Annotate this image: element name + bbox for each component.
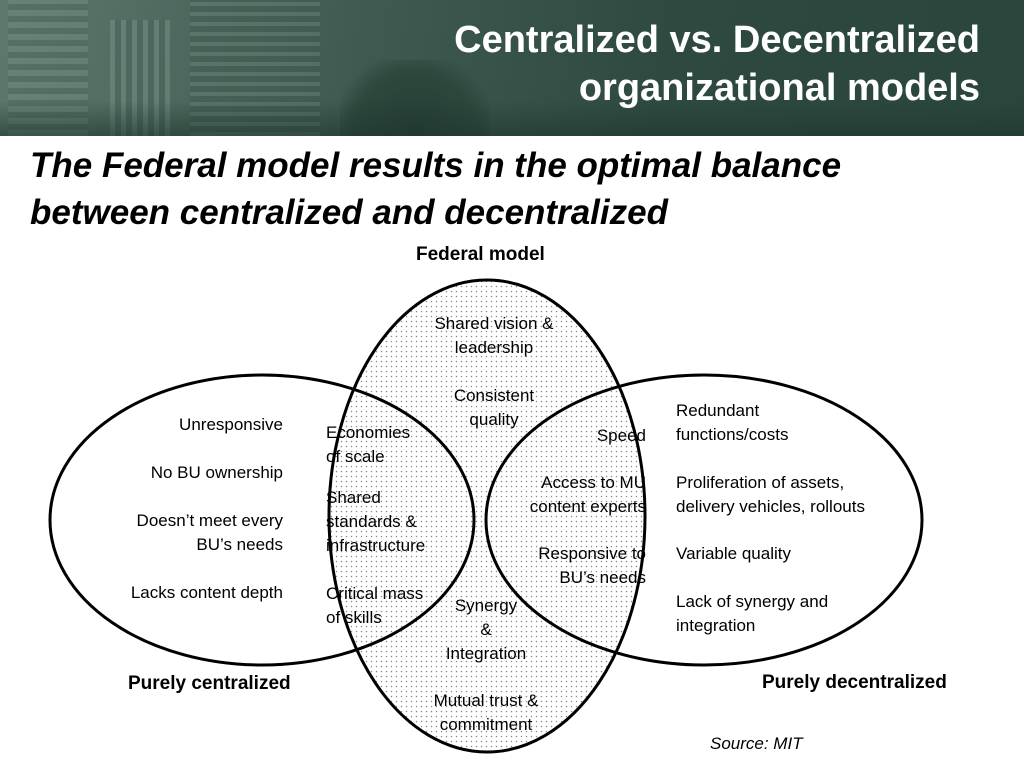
header-banner: Centralized vs. Decentralized organizati… <box>0 0 1024 136</box>
purely-centralized-label: Purely centralized <box>128 673 291 694</box>
federal-item-synergy-line3: Integration <box>445 644 527 663</box>
overlap-right-responsive-line1: Responsive to <box>538 544 646 563</box>
centralized-item-no-ownership: No BU ownership <box>150 463 283 482</box>
federal-item-mutual-line1: Mutual trust & <box>433 691 539 710</box>
source-citation: Source: MIT <box>710 734 803 753</box>
subtitle-line2: between centralized and decentralized <box>30 193 668 232</box>
overlap-left-economies-line2: of scale <box>326 447 385 466</box>
page-title-line2: organizational models <box>578 67 980 109</box>
overlap-right-responsive-line2: BU’s needs <box>559 568 646 587</box>
federal-model-label: Federal model <box>416 244 545 265</box>
centralized-item-doesnt-meet-line1: Doesn’t meet every <box>136 511 283 530</box>
federal-item-synergy-line2: & <box>480 620 492 639</box>
centralized-item-doesnt-meet-line2: BU’s needs <box>196 535 283 554</box>
federal-item-shared-vision-line1: Shared vision & <box>434 314 554 333</box>
page-title-line1: Centralized vs. Decentralized <box>454 19 980 61</box>
decentralized-item-variable: Variable quality <box>676 544 791 563</box>
decentralized-item-proliferation-line1: Proliferation of assets, <box>676 473 845 492</box>
decentralized-item-lack-line1: Lack of synergy and <box>676 592 829 611</box>
decentralized-item-redundant-line2: functions/costs <box>676 425 789 444</box>
federal-item-shared-vision-line2: leadership <box>454 338 534 357</box>
overlap-left-critical-line1: Critical mass <box>326 584 424 603</box>
decentralized-item-redundant-line1: Redundant <box>676 401 760 420</box>
banner-building-photo <box>0 0 1024 136</box>
overlap-left-economies-line1: Economies <box>326 423 411 442</box>
decentralized-item-proliferation-line2: delivery vehicles, rollouts <box>676 497 865 516</box>
overlap-right-speed: Speed <box>596 426 646 445</box>
overlap-left-shared-line2: standards & <box>326 512 417 531</box>
overlap-right-access-line1: Access to MU <box>541 473 646 492</box>
overlap-left-critical-line2: of skills <box>326 608 382 627</box>
federal-item-mutual-line2: commitment <box>439 715 533 734</box>
centralized-ellipse <box>48 373 476 667</box>
subtitle-line1: The Federal model results in the optimal… <box>30 146 842 185</box>
federal-item-synergy-line1: Synergy <box>454 596 518 615</box>
overlap-left-shared-line3: infrastructure <box>326 536 426 555</box>
centralized-item-lacks-depth: Lacks content depth <box>130 583 283 602</box>
slide-subtitle: The Federal model results in the optimal… <box>30 142 1010 236</box>
decentralized-ellipse <box>484 373 924 667</box>
overlap-right-access-line2: content experts <box>529 497 646 516</box>
overlap-left-shared-line1: Shared <box>326 488 381 507</box>
federal-item-consistent-line1: Consistent <box>453 386 535 405</box>
centralized-item-unresponsive: Unresponsive <box>179 415 283 434</box>
decentralized-item-lack-line2: integration <box>676 616 756 635</box>
federal-item-consistent-line2: quality <box>469 410 519 429</box>
purely-decentralized-label: Purely decentralized <box>762 672 947 693</box>
page-title: Centralized vs. Decentralized organizati… <box>280 16 980 112</box>
